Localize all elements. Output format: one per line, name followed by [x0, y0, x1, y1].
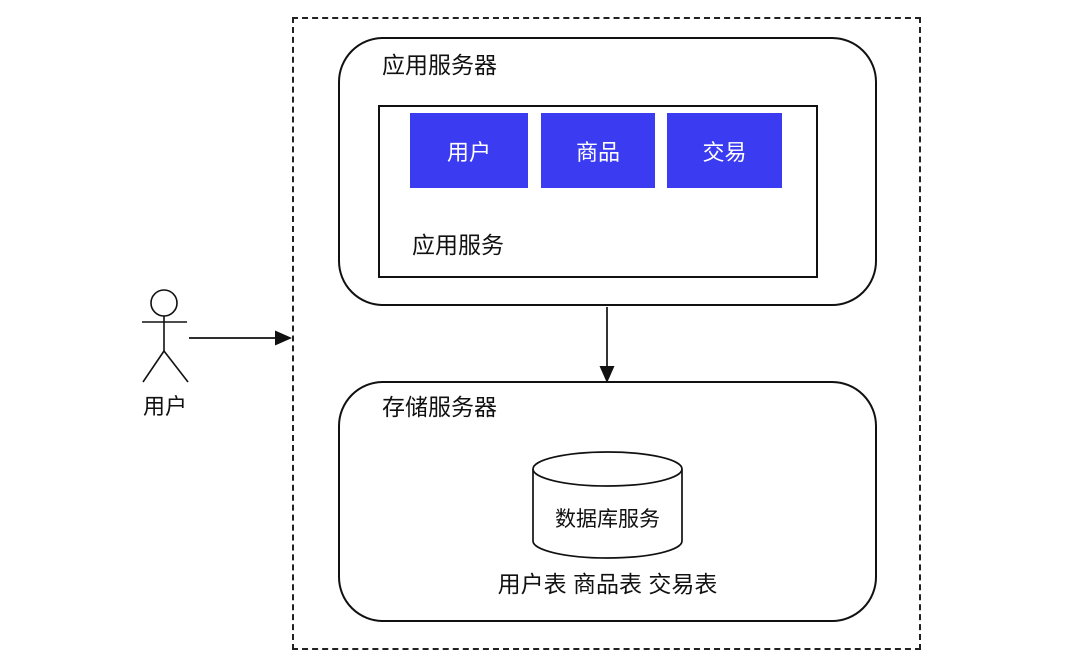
actor-label: 用户: [142, 394, 187, 419]
tables-label: 用户表 商品表 交易表: [497, 571, 718, 597]
user-actor-icon: [142, 289, 189, 383]
system-boundary: [292, 17, 921, 650]
module-box-product: 商品: [541, 113, 655, 188]
module-box-user: 用户: [410, 113, 528, 188]
module-label: 用户: [446, 139, 491, 165]
module-label: 商品: [575, 139, 620, 165]
database-label: 数据库服务: [555, 508, 660, 531]
arrow-right-icon: [189, 330, 292, 346]
module-box-trade: 交易: [667, 113, 782, 188]
app-service-label: 应用服务: [412, 232, 504, 258]
module-label: 交易: [702, 139, 747, 165]
storage-server-title: 存储服务器: [382, 394, 497, 420]
app-server-title: 应用服务器: [382, 52, 497, 78]
